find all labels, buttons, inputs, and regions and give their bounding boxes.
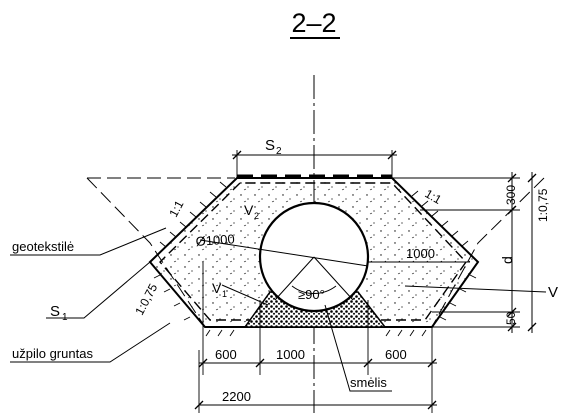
leader-lines [10,227,547,392]
callout-sand: smėlis [350,375,387,390]
dimension-ticks [194,150,537,410]
label-s1-sub: 1 [62,312,68,323]
label-slope-left-bottom: 1:0,75 [132,281,160,317]
label-v2: V [244,202,254,218]
dim-600-right: 600 [385,347,407,362]
geotextile-outline [159,182,467,321]
dim-1000-right: 1000 [406,246,435,261]
angle-arc [291,285,337,295]
label-v1-sub: 1 [222,289,227,299]
excavation-outline-right [431,177,545,328]
label-slope-left-top: 1:1 [166,198,186,220]
label-v2-sub: 2 [254,211,259,221]
pipe-diameter-line [199,239,369,267]
section-title: 2–2 [291,8,336,38]
dimension-lines [199,154,533,406]
label-d: d [499,256,515,264]
label-v1: V [212,280,222,296]
slope-hatching [153,181,477,337]
dim-50: 50 [504,311,518,325]
label-slope-right-top2: 1:0,75 [536,188,550,222]
excavation-outline [86,177,206,328]
label-diameter: Ø1000 [195,231,235,249]
angle-ray-right [313,256,354,301]
dim-2200: 2200 [222,389,251,404]
label-angle: ≥90° [298,287,325,302]
callout-backfill: užpilo gruntas [12,346,93,361]
label-s2: S [265,137,275,154]
angle-ray-left [274,256,315,301]
dim-300: 300 [504,185,518,205]
dim-600-left: 600 [215,347,237,362]
callout-geotextile: geotekstilė [12,239,74,254]
dim-1000-mid: 1000 [276,347,305,362]
label-slope-right-top: 1:1 [423,186,445,207]
label-s1: S [50,303,60,320]
label-v: V [548,284,558,301]
label-s2-sub: 2 [276,146,282,157]
